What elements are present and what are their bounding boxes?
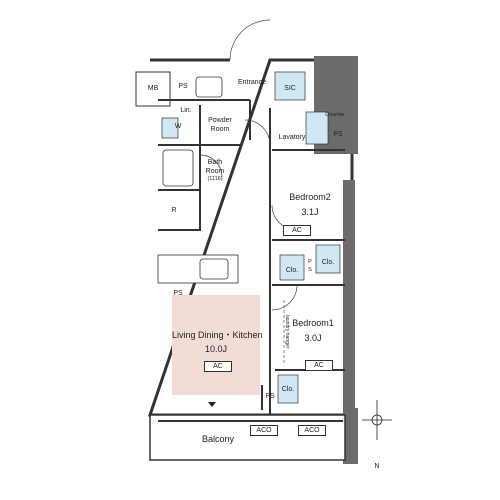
bedroom2-size-label: 3.1J <box>301 207 319 217</box>
p-label: P <box>308 259 312 265</box>
toilet-fixture <box>195 76 223 98</box>
balcony-label: Balcony <box>201 434 235 444</box>
laundry-label: laundry hanger <box>284 315 290 349</box>
s-label: S <box>308 267 312 273</box>
clo-bed1 <box>279 254 305 281</box>
aco-label-1: ACO <box>250 425 278 436</box>
ps-kitchen-label: PS <box>173 290 183 297</box>
aco-label-2: ACO <box>298 425 326 436</box>
kitchen-sink <box>199 258 229 280</box>
door-swings <box>199 19 298 311</box>
balcony-area <box>149 414 346 461</box>
bath-size-label: (1116) <box>207 176 223 182</box>
clo-bottom <box>277 374 299 404</box>
ldk-floor <box>172 295 260 395</box>
w-label: W <box>174 123 182 130</box>
clo-bottom-label: Clo. <box>281 386 295 393</box>
bedroom1-name-label: Bedroom1 <box>292 318 334 328</box>
lavatory-counter <box>305 111 329 145</box>
bedroom2-name-label: Bedroom2 <box>289 192 331 202</box>
ps-lavatory-label: PS <box>333 131 343 138</box>
lavatory-label: Lavatory <box>278 134 306 141</box>
bedroom2-ac-label: AC <box>283 225 311 236</box>
compass-icon <box>362 400 392 440</box>
ps-top-label: PS <box>178 83 188 90</box>
ps-bottom-label: PS <box>265 393 275 400</box>
ldk-ac-label: AC <box>204 361 232 372</box>
compass-n-label: N <box>374 463 380 470</box>
column-right-bottom <box>343 180 355 410</box>
bedroom1-size-label: 3.0J <box>304 333 322 343</box>
clo-bed2-label: Clo. <box>321 259 335 266</box>
powder-room-label-2: Room <box>210 126 230 133</box>
column-balcony <box>343 408 358 464</box>
bathtub <box>162 149 194 187</box>
clo-bed1-top-label: Clo. <box>285 267 299 274</box>
ldk-name-label: Living Dining・Kitchen <box>172 330 263 340</box>
powder-room-label-1: Powder <box>208 117 232 124</box>
bedroom1-ac-label: AC <box>305 360 333 371</box>
sic-label: SIC <box>284 85 296 92</box>
sic-storage <box>274 71 306 101</box>
bath-room-label-1: Bath <box>207 159 223 166</box>
r-label: R <box>171 207 177 214</box>
clo-bed2 <box>315 244 341 274</box>
interior-walls <box>158 99 345 415</box>
counter-label: Counter <box>325 112 345 118</box>
bath-room-label-2: Room <box>205 168 225 175</box>
mb-label: MB <box>147 85 159 92</box>
entrance-label: Entrance <box>237 79 267 86</box>
lin-label: Lin. <box>180 107 192 114</box>
balcony-slab <box>158 420 343 422</box>
washer-area <box>161 117 179 139</box>
entry-arrow-icon <box>208 402 216 407</box>
ldk-size-label: 10.0J <box>204 344 228 354</box>
